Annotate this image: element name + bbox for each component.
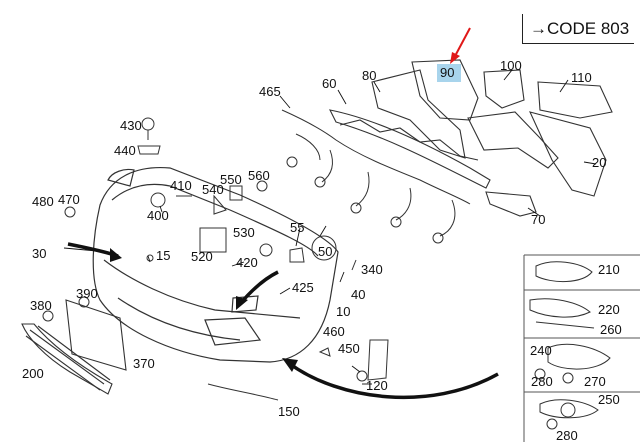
label-30: 30 [32, 246, 46, 261]
label-80: 80 [362, 68, 376, 83]
label-110: 110 [571, 70, 592, 85]
label-150: 150 [278, 404, 300, 419]
label-280-lower: 280 [556, 428, 578, 442]
label-280-upper: 280 [531, 374, 553, 389]
inset-parts [529, 261, 611, 430]
label-470: 470 [58, 192, 80, 207]
label-240: 240 [530, 343, 552, 358]
label-400: 400 [147, 208, 169, 223]
label-450: 450 [338, 341, 360, 356]
label-15: 15 [156, 248, 170, 263]
label-120: 120 [366, 378, 388, 393]
label-220: 220 [598, 302, 620, 317]
lower-grille [21, 299, 127, 395]
pointer-arrows [67, 242, 499, 400]
label-380: 380 [30, 298, 52, 313]
bumper-cover [92, 166, 339, 363]
label-530: 530 [233, 225, 255, 240]
highlight-marker [437, 64, 461, 82]
crossmember [329, 59, 613, 217]
label-420: 420 [236, 255, 258, 270]
label-440: 440 [114, 143, 136, 158]
label-210: 210 [598, 262, 620, 277]
label-50: 50 [318, 244, 332, 259]
pointer-arrow-heads [110, 248, 298, 372]
label-340: 340 [361, 262, 383, 277]
label-425: 425 [292, 280, 314, 295]
label-20: 20 [592, 155, 606, 170]
label-465: 465 [259, 84, 281, 99]
label-90: 90 [440, 65, 454, 80]
label-270: 270 [584, 374, 606, 389]
code-label-text: CODE 803 [547, 19, 630, 38]
code-box [522, 14, 634, 44]
code-label: →CODE 803 [530, 19, 629, 39]
part-labels: 465 60 80 90 100 110 20 70 430 440 480 4… [22, 58, 622, 442]
label-480: 480 [32, 194, 54, 209]
red-pointer-arrow [450, 27, 471, 64]
label-390: 390 [76, 286, 98, 301]
inset-panels [523, 254, 640, 442]
label-40: 40 [351, 287, 365, 302]
label-10: 10 [336, 304, 350, 319]
label-560: 560 [248, 168, 270, 183]
label-550: 550 [220, 172, 242, 187]
label-70: 70 [531, 212, 545, 227]
label-200: 200 [22, 366, 44, 381]
hardware [42, 117, 389, 401]
label-250: 250 [598, 392, 620, 407]
label-520: 520 [191, 249, 213, 264]
label-55: 55 [290, 220, 304, 235]
label-540: 540 [202, 182, 224, 197]
label-370: 370 [133, 356, 155, 371]
label-60: 60 [322, 76, 336, 91]
label-430: 430 [120, 118, 142, 133]
wiring-harness [281, 109, 471, 244]
label-260: 260 [600, 322, 622, 337]
label-100: 100 [500, 58, 522, 73]
label-410: 410 [170, 178, 192, 193]
arrow-right-icon: → [530, 19, 547, 38]
label-460: 460 [323, 324, 345, 339]
callout-lines [63, 69, 597, 385]
